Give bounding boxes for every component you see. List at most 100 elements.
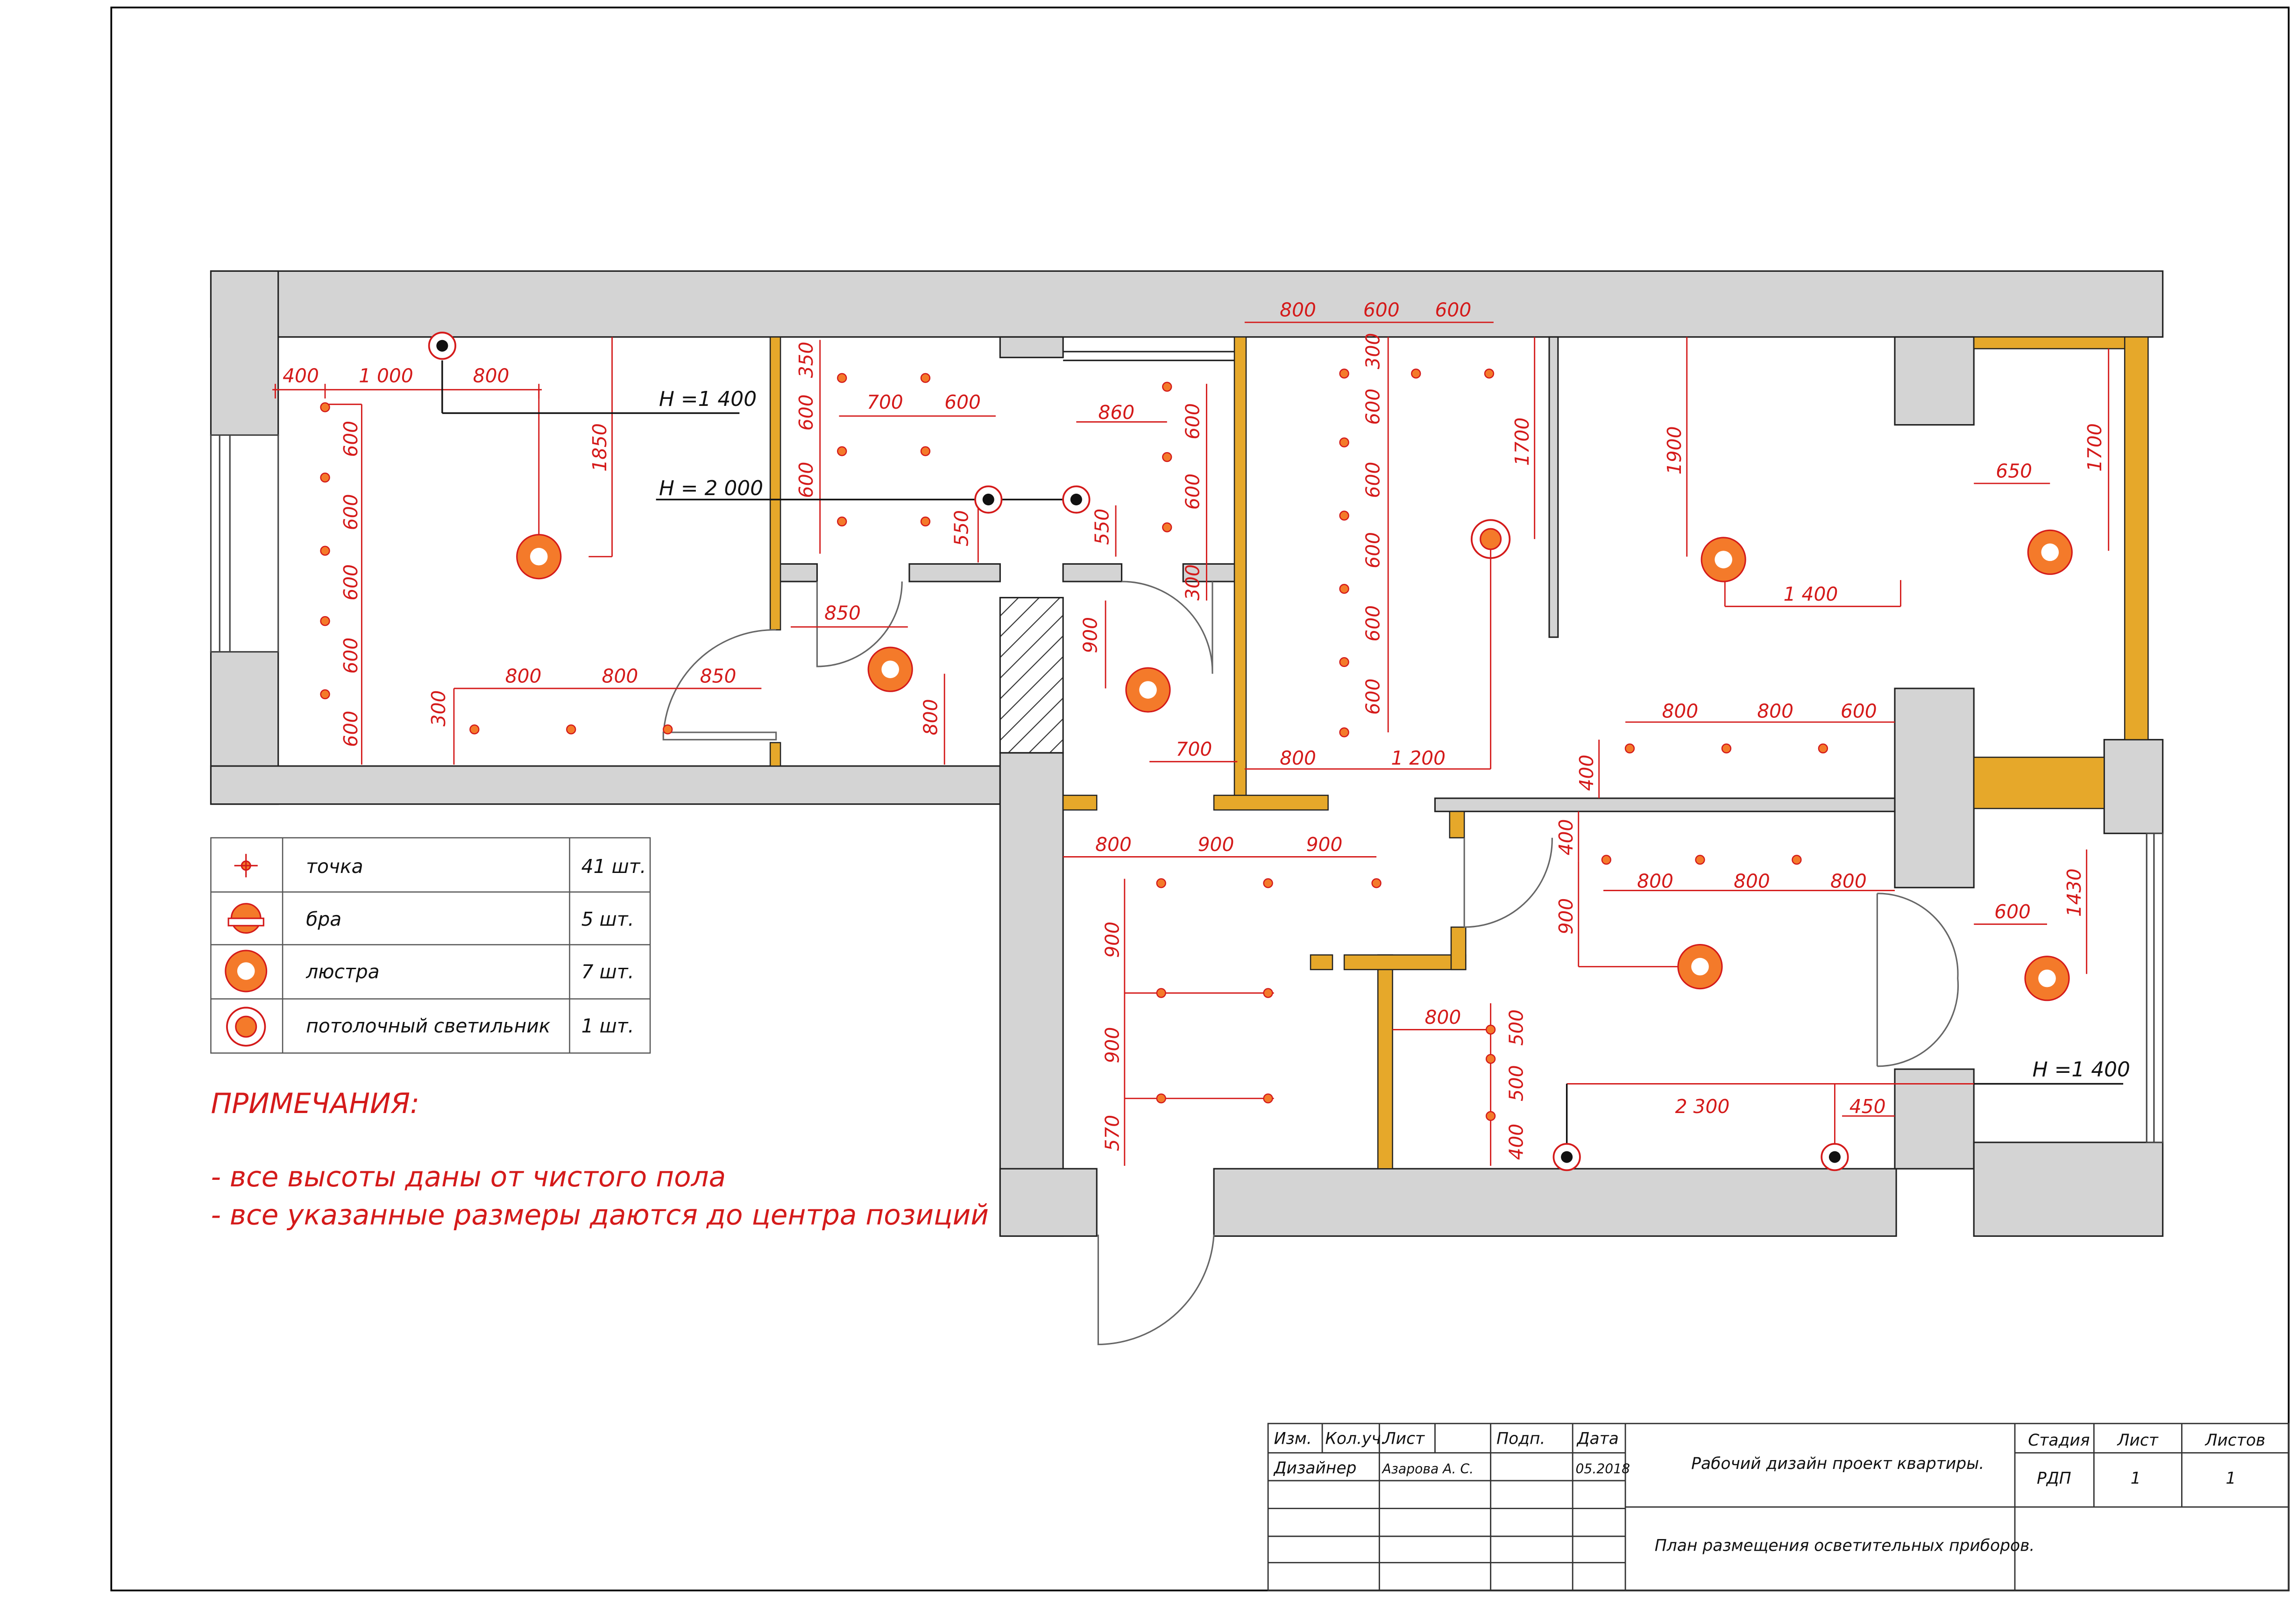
chandelier-icon <box>225 950 268 993</box>
wall-right-stub <box>2103 739 2164 834</box>
dimension-label: 700 <box>1176 738 1212 760</box>
chandelier-icon <box>516 534 562 580</box>
tb-sheet-header: Лист <box>2117 1431 2159 1450</box>
height-label: H =1 400 <box>659 387 757 411</box>
partition-hall-cap-l <box>1062 794 1098 811</box>
dimension-label: 600 <box>1994 901 2031 923</box>
dimension-label: 650 <box>1996 460 2032 482</box>
height-leaders <box>441 360 2124 1157</box>
wall-top <box>210 270 2164 338</box>
wall-column-b <box>1894 688 1975 888</box>
windows <box>210 434 2164 1143</box>
legend-table: точка бра люстра потолочный светильник 4… <box>210 837 651 1054</box>
dimension-label: 600 <box>1182 403 1204 440</box>
sconce-icon <box>1821 1143 1849 1171</box>
dimension-label: 800 <box>505 665 542 687</box>
dimension-label: 600 <box>1363 299 1400 321</box>
dimension-label: 300 <box>1182 564 1204 601</box>
dimension-label: 800 <box>1425 1006 1461 1028</box>
dimension-lines <box>272 321 2110 1166</box>
dimension-label: 400 <box>283 365 319 387</box>
dimension-label: 800 <box>1280 299 1316 321</box>
chandelier-icon <box>867 646 913 692</box>
wall-post <box>1548 336 1559 638</box>
dimension-label: 450 <box>1850 1095 1886 1118</box>
wall-column-c <box>1894 1068 1975 1170</box>
chandelier-icon <box>1677 944 1723 990</box>
partition-lower-vert <box>1377 954 1393 1170</box>
dimension-label: 1430 <box>2063 868 2085 917</box>
notes-title: ПРИМЕЧАНИЯ: <box>211 1088 419 1120</box>
dimension-label: 800 <box>1734 870 1770 892</box>
dimension-labels: 400 1 000 800 1850 600 600 600 600 600 3… <box>283 299 2106 1160</box>
dimension-label: 1900 <box>1663 426 1686 475</box>
legend-count: 41 шт. <box>581 855 646 878</box>
partition-lower-stub2 <box>1449 811 1465 838</box>
dimension-label: 800 <box>1757 700 1793 723</box>
dimension-label: 400 <box>1575 755 1598 791</box>
sconce-icon <box>974 485 1003 514</box>
dimension-label: 600 <box>1361 462 1384 498</box>
tb-sheet: 1 <box>2131 1469 2141 1488</box>
partition-bath-left <box>769 336 781 631</box>
ceiling-lamp-icon <box>226 1007 266 1047</box>
dimension-label: 400 <box>1505 1124 1528 1160</box>
dimension-label: 500 <box>1505 1065 1528 1101</box>
wall-entrance-left <box>999 1168 1098 1237</box>
title-block <box>1267 1423 2289 1591</box>
tb-stage: РДП <box>2037 1469 2071 1488</box>
point-light <box>320 402 330 412</box>
dimension-label: 1 400 <box>1784 583 1838 605</box>
ventilation-shaft <box>999 596 1064 754</box>
dimension-label: 570 <box>1101 1115 1123 1151</box>
sconce-icon <box>428 332 456 360</box>
dimension-label: 800 <box>1280 747 1316 769</box>
dimension-label: 1700 <box>2083 423 2106 472</box>
dimension-label: 400 <box>1555 819 1577 856</box>
partitions <box>769 336 2149 1170</box>
dimension-label: 900 <box>1101 922 1123 958</box>
wall-partition-gray <box>1434 797 1896 812</box>
sconce-icon <box>1062 485 1091 514</box>
walls <box>210 270 2164 1237</box>
doors <box>662 581 1959 1346</box>
dimension-label: 600 <box>1361 532 1384 568</box>
dimension-label: 700 <box>867 391 903 413</box>
title-block-text: Изм. Кол.уч. Лист Подп. Дата Дизайнер Аз… <box>1273 1430 2266 1555</box>
dimension-label: 550 <box>950 510 972 546</box>
dimension-label: 900 <box>1198 833 1234 856</box>
legend-label: бра <box>306 908 341 930</box>
dimension-label: 350 <box>795 341 817 378</box>
dimension-label: 600 <box>1182 474 1204 510</box>
partition-right-top <box>1973 336 2126 349</box>
dimension-label: 600 <box>340 494 362 531</box>
wall-bath-bottom <box>908 563 1001 582</box>
wall-mid-column <box>999 336 1064 358</box>
ceiling-lamp-icon <box>1470 519 1511 559</box>
wall-bottom-right <box>1973 1142 2164 1237</box>
note-item: - все указанные размеры даются до центра… <box>211 1199 989 1231</box>
dimension-label: 600 <box>1361 605 1384 642</box>
dimension-label: 600 <box>1435 299 1471 321</box>
partition-hall-right <box>1233 336 1247 806</box>
wall-left-upper <box>210 270 279 436</box>
dimension-label: 860 <box>1098 401 1134 424</box>
sconce-icon <box>1552 1143 1581 1171</box>
tb-name: Азарова А. С. <box>1382 1461 1474 1476</box>
legend-label: потолочный светильник <box>306 1015 550 1037</box>
dimension-label: 800 <box>473 365 510 387</box>
tb-role: Дизайнер <box>1273 1459 1357 1477</box>
tb-header-izm: Изм. <box>1274 1430 1312 1448</box>
dimension-label: 600 <box>795 462 817 498</box>
dimension-label: 900 <box>1306 833 1343 856</box>
dimension-label: 800 <box>920 699 942 735</box>
dimension-label: 2 300 <box>1675 1095 1730 1118</box>
point-icon <box>234 854 258 878</box>
chandelier-icon <box>1125 667 1171 713</box>
dimension-label: 600 <box>340 711 362 747</box>
partition-bath-left-lower <box>769 742 781 767</box>
legend-label: точка <box>306 855 363 878</box>
dimension-label: 800 <box>1662 700 1698 723</box>
partition-lower-stub <box>1310 954 1333 971</box>
